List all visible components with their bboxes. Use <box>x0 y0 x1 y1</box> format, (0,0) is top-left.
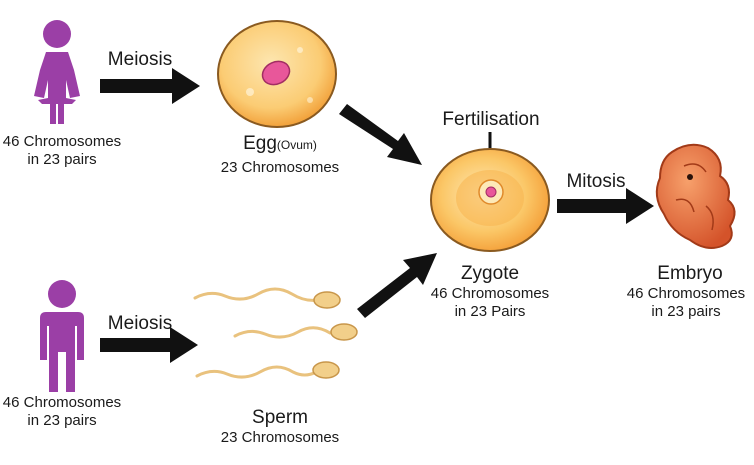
egg-title-text: Egg <box>243 133 277 154</box>
male-chromosome-count: 46 Chromosomes <box>2 394 122 411</box>
zygote-title: Zygote <box>460 263 520 284</box>
meiosis-label-male: Meiosis <box>107 313 173 334</box>
female-chromosome-count: 46 Chromosomes <box>2 133 122 150</box>
arrow-meiosis-female <box>100 68 200 104</box>
embryo-image <box>655 143 736 249</box>
sperm-cells <box>193 287 332 379</box>
arrow-mitosis <box>557 188 654 224</box>
embryo-title: Embryo <box>657 263 723 284</box>
female-pairs: in 23 pairs <box>27 151 97 168</box>
embryo-chromosome-count: 46 Chromosomes <box>626 285 746 302</box>
zygote-chromosome-count: 46 Chromosomes <box>430 285 550 302</box>
female-icon <box>34 20 80 124</box>
male-icon <box>40 280 84 392</box>
arrow-meiosis-male <box>100 327 198 363</box>
sperm-heads <box>312 291 358 379</box>
male-pairs: in 23 pairs <box>27 412 97 429</box>
mitosis-label: Mitosis <box>566 171 626 192</box>
fertilisation-label: Fertilisation <box>442 109 540 130</box>
sperm-title: Sperm <box>252 407 308 428</box>
egg-subtitle: (Ovum) <box>276 138 317 152</box>
arrow-egg-to-zygote <box>339 104 422 165</box>
egg-cell <box>217 20 337 128</box>
zygote-pairs: in 23 Pairs <box>454 303 526 320</box>
egg-title: Egg(Ovum) <box>205 134 355 155</box>
sperm-chromosome-count: 23 Chromosomes <box>220 429 340 446</box>
meiosis-label-female: Meiosis <box>107 49 173 70</box>
arrow-sperm-to-zygote <box>357 253 437 318</box>
embryo-pairs: in 23 pairs <box>651 303 721 320</box>
egg-chromosome-count: 23 Chromosomes <box>220 159 340 176</box>
zygote-cell <box>430 148 550 252</box>
